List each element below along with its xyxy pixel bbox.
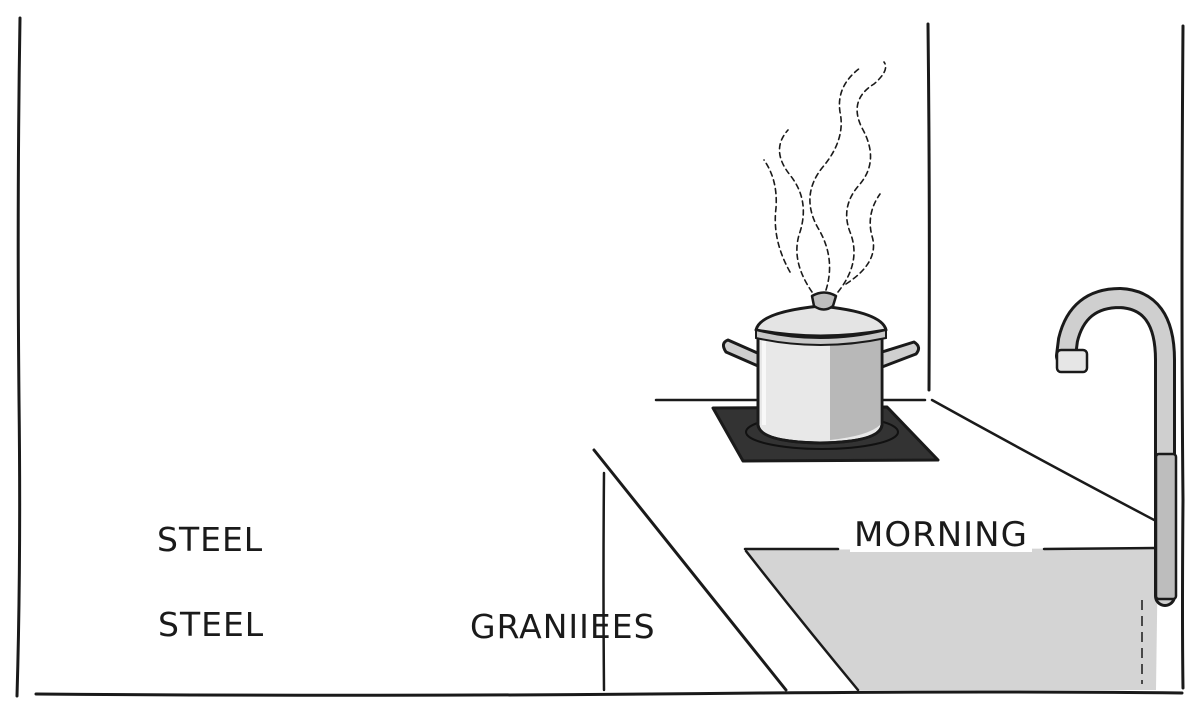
pot-icon <box>721 291 921 445</box>
sink-rim-right <box>1042 546 1158 551</box>
sink-basin <box>745 548 1158 690</box>
right-frame-line <box>1180 24 1185 690</box>
counter-front-edge <box>592 448 788 692</box>
steam-icon <box>763 61 887 293</box>
cabinet-vertical-line <box>602 471 606 692</box>
wall-corner-line <box>926 22 931 392</box>
faucet-icon <box>1055 286 1178 607</box>
label-steel-top: STEEL <box>157 520 264 559</box>
counter-side-edge <box>930 398 1160 524</box>
left-frame-line <box>15 16 22 698</box>
label-morning: MORNING <box>850 518 1032 552</box>
floor-line <box>34 690 1184 697</box>
sink-front-edge <box>744 549 860 692</box>
label-granite: GRANIIEES <box>470 607 656 646</box>
label-steel-bottom: STEEL <box>158 605 265 644</box>
